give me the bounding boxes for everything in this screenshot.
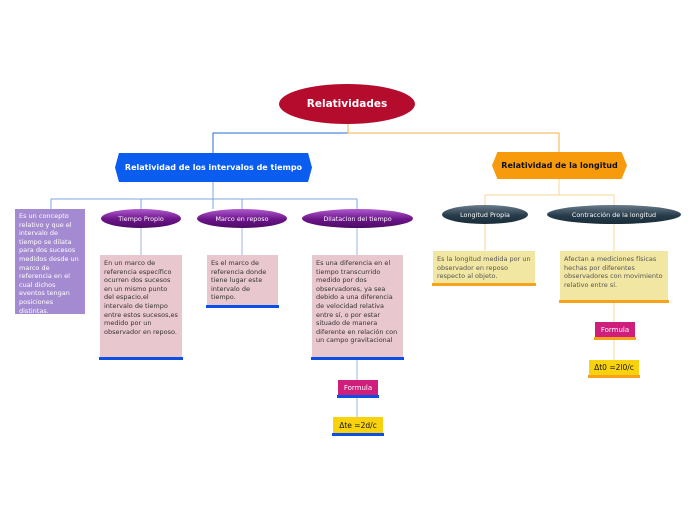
topic-contraccion-longitud[interactable]: Contracción de la longitud bbox=[547, 205, 681, 224]
formula-label-contraccion[interactable]: Formula bbox=[595, 322, 635, 337]
left-branch-label: Relatividad de los intervalos de tiempo bbox=[124, 163, 303, 172]
connector-left-children bbox=[50, 182, 358, 209]
topic-longitud-propia-label: Longitud Propia bbox=[460, 210, 510, 219]
note-marco-text: Es el marco de referencia donde tiene lu… bbox=[211, 259, 267, 302]
formula-label-contraccion-text: Formula bbox=[600, 325, 630, 334]
equation-dilatacion[interactable]: Δte =2d/c bbox=[333, 417, 383, 433]
note-longitud-propia-text: Es la longitud medida por un observador … bbox=[437, 255, 531, 281]
note-tiempo-propio-underline bbox=[99, 357, 183, 360]
note-marco-underline bbox=[206, 305, 279, 308]
note-contraccion[interactable]: Afectan a mediciones físicas hechas por … bbox=[560, 251, 668, 300]
note-tiempo-propio[interactable]: En un marco de referencia específico ocu… bbox=[100, 255, 182, 357]
connector-root-right bbox=[347, 124, 560, 152]
equation-contraccion-text: Δt0 =2l0/c bbox=[594, 363, 634, 372]
topic-contraccion-label: Contracción de la longitud bbox=[571, 210, 657, 219]
equation-contraccion-underline bbox=[588, 375, 640, 378]
side-note-text: Es un concepto relativo y que el interva… bbox=[19, 212, 79, 315]
root-node[interactable]: Relatividades bbox=[279, 84, 415, 124]
topic-tiempo-propio-label: Tiempo Propio bbox=[118, 214, 164, 223]
topic-marco-en-reposo-label: Marco en reposo bbox=[215, 214, 269, 223]
topic-longitud-propia[interactable]: Longitud Propia bbox=[442, 205, 528, 224]
note-contraccion-underline bbox=[559, 300, 669, 303]
note-dilatacion[interactable]: Es una diferencia en el tiempo transcurr… bbox=[312, 255, 403, 357]
note-longitud-propia[interactable]: Es la longitud medida por un observador … bbox=[433, 251, 535, 283]
note-dilatacion-text: Es una diferencia en el tiempo transcurr… bbox=[316, 259, 398, 345]
formula-label-contraccion-underline bbox=[594, 337, 636, 340]
root-label: Relatividades bbox=[306, 98, 388, 110]
topic-dilatacion-label: Dilatacion del tiempo bbox=[323, 214, 392, 223]
note-tiempo-propio-text: En un marco de referencia específico ocu… bbox=[104, 259, 178, 336]
note-longitud-propia-underline bbox=[432, 283, 536, 286]
connector-right-children bbox=[484, 179, 615, 205]
note-marco-en-reposo[interactable]: Es el marco de referencia donde tiene lu… bbox=[207, 255, 278, 305]
formula-label-dilatacion[interactable]: Formula bbox=[338, 380, 378, 395]
left-branch-node[interactable]: Relatividad de los intervalos de tiempo bbox=[115, 153, 312, 182]
right-branch-label: Relatividad de la longitud bbox=[501, 161, 618, 170]
topic-marco-en-reposo[interactable]: Marco en reposo bbox=[197, 209, 287, 228]
side-note[interactable]: Es un concepto relativo y que el interva… bbox=[15, 209, 85, 315]
equation-dilatacion-text: Δte =2d/c bbox=[339, 420, 377, 430]
connector-root-left bbox=[212, 124, 349, 153]
topic-dilatacion-del-tiempo[interactable]: Dilatacion del tiempo bbox=[302, 209, 413, 228]
formula-label-dilatacion-text: Formula bbox=[343, 383, 373, 392]
note-dilatacion-underline bbox=[311, 357, 404, 360]
formula-label-dilatacion-underline bbox=[337, 395, 379, 398]
equation-dilatacion-underline bbox=[332, 433, 384, 436]
right-branch-node[interactable]: Relatividad de la longitud bbox=[492, 152, 627, 179]
topic-tiempo-propio[interactable]: Tiempo Propio bbox=[101, 209, 181, 228]
equation-contraccion[interactable]: Δt0 =2l0/c bbox=[589, 360, 639, 375]
note-contraccion-text: Afectan a mediciones físicas hechas por … bbox=[564, 255, 663, 289]
